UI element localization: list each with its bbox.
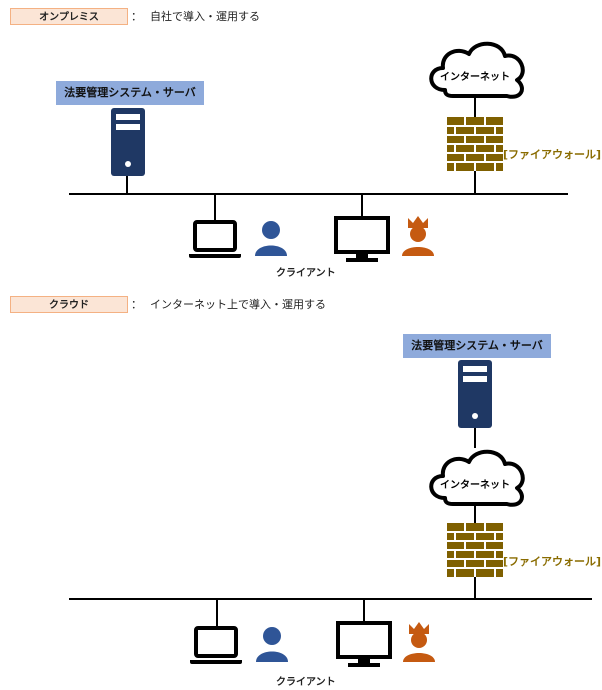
onprem-cloud-label: インターネット — [440, 71, 510, 83]
cloud-admin-icon — [403, 622, 435, 662]
onprem-server-label: 法要管理システム・サーバ — [56, 81, 204, 105]
cloud-description: インターネット上で導入・運用する — [150, 298, 326, 311]
onprem-tag: オンプレミス — [10, 8, 128, 25]
onprem-firewall-icon — [446, 116, 504, 172]
cloud-cloud-icon — [429, 449, 525, 507]
cloud-user-icon — [256, 627, 288, 662]
onprem-monitor-icon — [334, 216, 390, 264]
onprem-colon: ： — [131, 10, 142, 23]
cloud-client-label: クライアント — [276, 677, 336, 688]
onprem-user-icon — [255, 221, 287, 256]
cloud-firewall-label: [ファイアウォール] — [503, 555, 602, 568]
onprem-laptop-icon — [187, 220, 243, 260]
cloud-server-icon — [458, 360, 492, 428]
onprem-cloud-icon — [429, 41, 525, 99]
cloud-server-label: 法要管理システム・サーバ — [403, 334, 551, 358]
cloud-colon: ： — [131, 298, 142, 311]
onprem-client-label: クライアント — [276, 268, 336, 279]
onprem-description: 自社で導入・運用する — [150, 10, 260, 23]
cloud-cloud-label: インターネット — [440, 479, 510, 491]
onprem-firewall-label: [ファイアウォール] — [503, 148, 602, 161]
onprem-admin-icon — [402, 216, 434, 256]
cloud-monitor-icon — [336, 621, 392, 669]
cloud-firewall-icon — [446, 522, 504, 578]
cloud-tag: クラウド — [10, 296, 128, 313]
onprem-server-icon — [111, 108, 145, 176]
cloud-laptop-icon — [188, 626, 244, 666]
